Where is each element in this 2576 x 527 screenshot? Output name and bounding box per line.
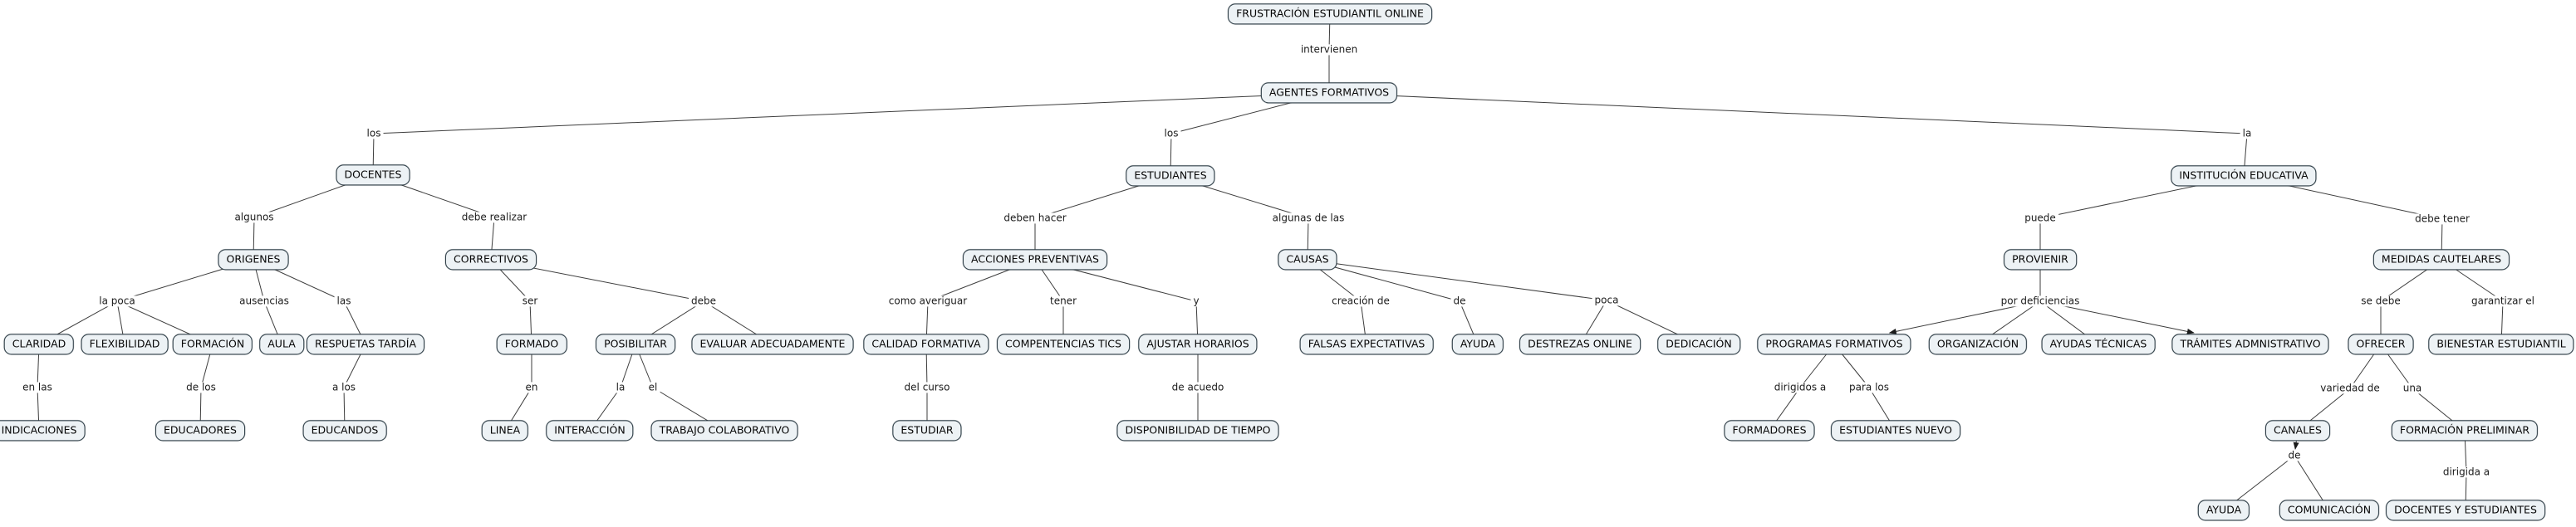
concept-node-linea[interactable]: LINEA [481, 420, 529, 442]
concept-node-agentes[interactable]: AGENTES FORMATIVOS [1260, 82, 1398, 104]
concept-node-estudiantes[interactable]: ESTUDIANTES [1126, 165, 1215, 187]
linking-phrase-causas-25[interactable]: de [1450, 295, 1469, 307]
concept-node-flexibilidad[interactable]: FLEXIBILIDAD [81, 334, 169, 355]
concept-node-canales[interactable]: CANALES [2265, 420, 2330, 442]
linking-phrase-acciones-20[interactable]: tener [1047, 295, 1080, 307]
linking-phrase-correctivos-13[interactable]: debe [689, 295, 719, 307]
linking-phrase-acciones-21[interactable]: y [1190, 295, 1202, 307]
concept-node-causas[interactable]: CAUSAS [1278, 249, 1337, 271]
concept-node-formado[interactable]: FORMADO [496, 334, 567, 355]
linking-phrase-claridad-9[interactable]: en las [20, 382, 55, 393]
linking-phrase-medidas-33[interactable]: garantizar el [2468, 295, 2538, 307]
linking-phrase-formacion_preliminar-37[interactable]: dirigida a [2440, 466, 2493, 478]
concept-node-educadores[interactable]: EDUCADORES [155, 420, 245, 442]
concept-node-programas[interactable]: PROGRAMAS FORMATIVOS [1757, 334, 1911, 355]
linking-phrase-calidad-22[interactable]: del curso [901, 382, 953, 393]
linking-phrase-agentes-3[interactable]: la [2240, 128, 2255, 139]
link-line [1307, 259, 1607, 301]
linking-phrase-medidas-32[interactable]: se debe [2358, 295, 2403, 307]
concept-node-aula[interactable]: AULA [259, 334, 304, 355]
concept-node-estudiar[interactable]: ESTUDIAR [892, 420, 962, 442]
concept-node-bienestar[interactable]: BIENESTAR ESTUDIANTIL [2428, 334, 2574, 355]
concept-node-formacion_preliminar[interactable]: FORMACIÓN PRELIMINAR [2391, 420, 2539, 442]
linking-phrase-ajustar-23[interactable]: de acuedo [1169, 382, 1227, 393]
linking-phrase-agentes-1[interactable]: los [364, 128, 384, 139]
concept-node-tramites[interactable]: TRÁMITES ADMNISTRATIVO [2171, 334, 2329, 355]
link-line [373, 92, 1330, 134]
linking-phrase-agentes-2[interactable]: los [1161, 128, 1181, 139]
concept-node-evaluar[interactable]: EVALUAR ADECUADAMENTE [691, 334, 854, 355]
concept-node-correctivos[interactable]: CORRECTIVOS [445, 249, 537, 271]
concept-node-estudiantes_nuevo[interactable]: ESTUDIANTES NUEVO [1831, 420, 1960, 442]
linking-phrase-origenes-8[interactable]: las [334, 295, 354, 307]
linking-phrase-estudiantes-18[interactable]: algunas de las [1269, 212, 1347, 224]
concept-node-frustracion[interactable]: FRUSTRACIÓN ESTUDIANTIL ONLINE [1228, 3, 1432, 25]
linking-phrase-programas-30[interactable]: dirigidos a [1771, 382, 1829, 393]
concept-node-ajustar[interactable]: AJUSTAR HORARIOS [1138, 334, 1258, 355]
linking-phrase-acciones-19[interactable]: como averiguar [886, 295, 970, 307]
linking-phrase-docentes-4[interactable]: algunos [232, 212, 277, 223]
linking-phrase-causas-24[interactable]: creación de [1329, 295, 1392, 307]
concept-node-compentencias[interactable]: COMPENTENCIAS TICS [997, 334, 1130, 355]
linking-phrase-respuetas-11[interactable]: a los [329, 382, 359, 393]
concept-node-trabajo[interactable]: TRABAJO COLABORATIVO [650, 420, 798, 442]
linking-phrase-canales-36[interactable]: de [2285, 450, 2304, 461]
concept-node-comunicacion[interactable]: COMUNICACIÓN [2279, 500, 2380, 521]
concept-node-ayudas_tecnicas[interactable]: AYUDAS TÉCNICAS [2041, 334, 2156, 355]
concept-node-ofrecer[interactable]: OFRECER [2348, 334, 2414, 355]
linking-phrase-estudiantes-17[interactable]: deben hacer [1001, 212, 1069, 224]
concept-node-formacion[interactable]: FORMACIÓN [172, 334, 253, 355]
concept-node-dedicacion[interactable]: DEDICACIÓN [1657, 334, 1740, 355]
concept-node-disponibilidad[interactable]: DISPONIBILIDAD DE TIEMPO [1116, 420, 1279, 442]
concept-node-educandos[interactable]: EDUCANDOS [302, 420, 387, 442]
linking-phrase-ofrecer-35[interactable]: una [2400, 383, 2425, 394]
linking-phrase-provienir-29[interactable]: por deficiencias [1998, 295, 2083, 307]
concept-node-docentes_estudiantes[interactable]: DOCENTES Y ESTUDIANTES [2386, 500, 2545, 521]
concept-node-falsas[interactable]: FALSAS EXPECTATIVAS [1299, 334, 1434, 355]
linking-phrase-origenes-7[interactable]: ausencias [237, 295, 292, 307]
concept-node-calidad[interactable]: CALIDAD FORMATIVA [863, 334, 989, 355]
concept-node-institucion[interactable]: INSTITUCIÓN EDUCATIVA [2171, 165, 2317, 187]
linking-phrase-programas-31[interactable]: para los [1847, 382, 1892, 393]
linking-phrase-origenes-6[interactable]: la poca [96, 295, 138, 307]
link-line [1328, 92, 2248, 134]
linking-phrase-formado-14[interactable]: en [523, 382, 541, 393]
concept-node-indicaciones[interactable]: INDICACIONES [0, 420, 86, 442]
concept-node-ayuda_causas[interactable]: AYUDA [1451, 334, 1504, 355]
concept-node-organizacion[interactable]: ORGANIZACIÓN [1928, 334, 2028, 355]
concept-node-acciones[interactable]: ACCIONES PREVENTIVAS [963, 249, 1107, 271]
linking-phrase-frustracion-0[interactable]: intervienen [1298, 44, 1361, 56]
linking-phrase-posibilitar-16[interactable]: el [645, 382, 660, 393]
concept-node-destrezas[interactable]: DESTREZAS ONLINE [1519, 334, 1641, 355]
concept-node-claridad[interactable]: CLARIDAD [3, 334, 75, 355]
linking-phrase-causas-26[interactable]: poca [1592, 295, 1622, 306]
linking-phrase-institucion-27[interactable]: puede [2022, 212, 2058, 224]
concept-node-origenes[interactable]: ORIGENES [218, 249, 289, 271]
concept-node-formadores[interactable]: FORMADORES [1724, 420, 1815, 442]
concept-node-respuetas[interactable]: RESPUETAS TARDÍA [307, 334, 424, 355]
linking-phrase-posibilitar-15[interactable]: la [613, 382, 628, 393]
concept-node-medidas[interactable]: MEDIDAS CAUTELARES [2372, 249, 2510, 271]
concept-node-docentes[interactable]: DOCENTES [336, 164, 410, 186]
concept-node-interaccion[interactable]: INTERACCIÓN [546, 420, 634, 442]
linking-phrase-correctivos-12[interactable]: ser [519, 295, 541, 307]
concept-node-provienir[interactable]: PROVIENIR [2004, 249, 2077, 271]
concept-node-ayuda_canales[interactable]: AYUDA [2197, 500, 2250, 521]
linking-phrase-institucion-28[interactable]: debe tener [2412, 213, 2472, 225]
linking-phrase-formacion-10[interactable]: de los [184, 382, 218, 393]
linking-phrase-docentes-5[interactable]: debe realizar [459, 212, 530, 223]
concept-node-posibilitar[interactable]: POSIBILITAR [596, 334, 675, 355]
linking-phrase-ofrecer-34[interactable]: variedad de [2318, 383, 2382, 394]
